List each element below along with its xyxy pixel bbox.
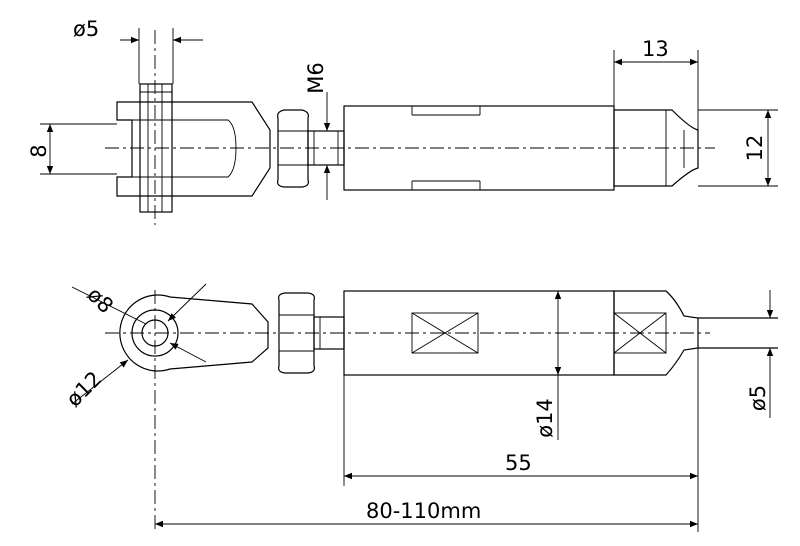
clevis-slot (132, 119, 237, 178)
clevis-fork (116, 101, 271, 197)
bottom-view (105, 290, 778, 530)
eye-bore-inner (141, 319, 169, 347)
dim-body-length: 55 (505, 451, 532, 475)
dim-thread: M6 (304, 62, 328, 93)
top-view (105, 30, 715, 225)
dim-clevis-width: 8 (27, 144, 51, 157)
rod-eye (119, 294, 269, 372)
end-fitting (613, 109, 699, 187)
dim-eye-outer: ø12 (62, 367, 107, 412)
wrench-flat-right (613, 312, 667, 354)
clevis-pin (139, 83, 173, 213)
top-dimensions: ø5 8 M6 13 12 (27, 17, 778, 200)
eye-bore-outer (131, 309, 179, 357)
dim-end-height: 12 (743, 135, 767, 162)
wrench-flat-left (411, 312, 479, 354)
dim-end-length: 13 (642, 37, 669, 61)
hex-nut (277, 109, 309, 188)
dim-pin-diameter: ø5 (73, 17, 99, 41)
bottom-dimensions: ø8 ø12 ø14 ø5 55 80-110mm (62, 283, 774, 532)
dim-total-length: 80-110mm (366, 499, 481, 523)
hex-nut-bottom (278, 292, 315, 374)
dim-rod-diameter: ø5 (746, 385, 770, 411)
dim-body-diameter: ø14 (533, 398, 557, 438)
dim-eye-inner: ø8 (82, 283, 118, 319)
